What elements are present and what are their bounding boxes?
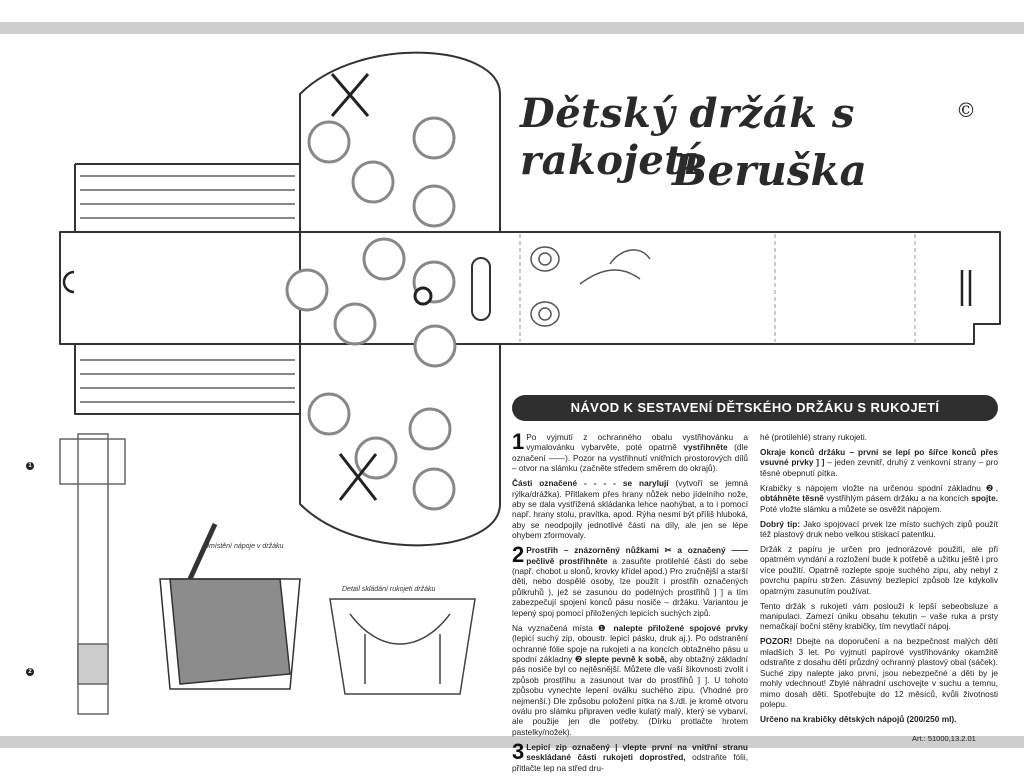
- handle-slot: [471, 257, 491, 321]
- caption-detail: Detail skládání rukojeti držáku: [342, 586, 436, 593]
- caption-placement: Umístění nápoje v držáku: [204, 543, 284, 550]
- strap-right-outline: [300, 231, 1001, 345]
- step-3-continued: hé (protilehlé) strany rukojeti.: [760, 432, 867, 442]
- warning-paragraph: POZOR! Dbejte na doporučení a na bezpečn…: [760, 636, 998, 709]
- tip-paragraph: Dobrý tip: Jako spojovací prvek lze míst…: [760, 518, 998, 540]
- top-gray-band: [0, 22, 1024, 34]
- step-3-number: 3: [512, 738, 525, 764]
- boxes-paragraph: Krabičky s nápojem vložte na určenou spo…: [760, 482, 998, 514]
- step-1-number: 1: [512, 429, 525, 454]
- lower-wing-outline: [299, 343, 501, 547]
- marker-two: 2: [26, 668, 34, 676]
- step-2-number: 2: [512, 542, 525, 568]
- cutout-template-illustration: [59, 51, 1001, 715]
- purpose-paragraph: Tento držák s rukojetí vám poslouží k le…: [760, 600, 998, 632]
- left-block-lower-outline: [74, 344, 301, 415]
- assembled-strap-figure: [77, 433, 109, 715]
- article-number: Art.: 51000,13.2.01: [912, 734, 976, 743]
- fasteners-paragraph: Na vyznačená místa ❶ nalepte přiložené s…: [512, 622, 748, 737]
- handle-detail-figure: [329, 598, 476, 695]
- page-title-line1: Dětský držák s rakojetí: [520, 90, 855, 184]
- copyright-symbol: ©: [956, 98, 976, 122]
- instructions-right-column: hé (protilehlé) strany rukojeti. Okraje …: [760, 432, 998, 729]
- marker-one: 1: [26, 462, 34, 470]
- scoring-paragraph: Části označené - - - - se narylují (vytv…: [512, 478, 749, 541]
- edges-paragraph: Okraje konců držáku – první se lepí po š…: [760, 447, 998, 478]
- reuse-paragraph: Držák z papíru je určen pro jednorázové …: [760, 544, 998, 596]
- intended-use-paragraph: Určeno na krabičky dětských nápojů (200/…: [760, 713, 957, 724]
- strap-outline: [59, 231, 301, 345]
- left-block-outline: [74, 163, 301, 232]
- instruction-sheet: Dětský držák s rakojetí Beruška © Umístě…: [0, 34, 1024, 773]
- page-title-line2: Beruška: [672, 146, 867, 195]
- instructions-banner: NÁVOD K SESTAVENÍ DĚTSKÉHO DRŽÁKU S RUKO…: [512, 395, 998, 421]
- straw-hole: [413, 286, 433, 306]
- drink-box-figure: [169, 578, 291, 685]
- bottom-gray-band: [0, 736, 1024, 748]
- upper-wing-outline: [299, 51, 501, 233]
